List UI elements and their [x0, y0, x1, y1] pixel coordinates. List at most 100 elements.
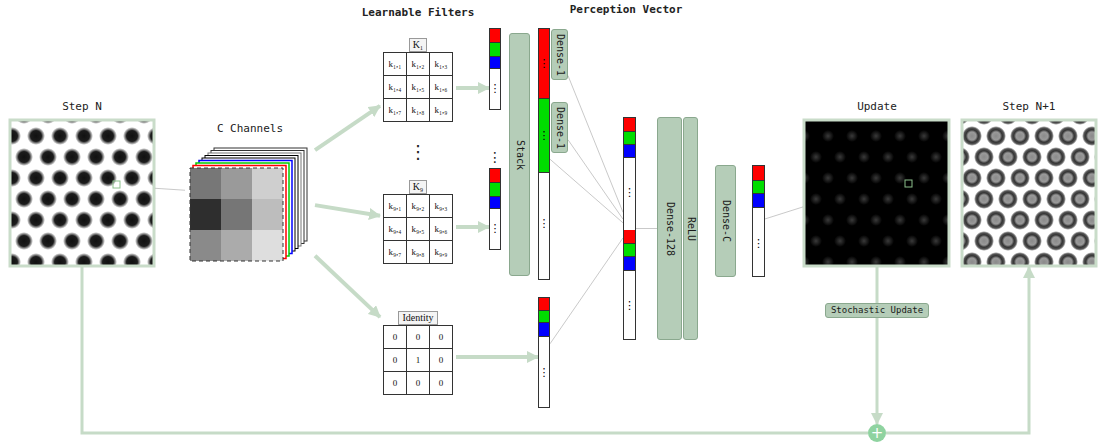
activation-box: ReLU: [683, 117, 698, 340]
vector-segment: [490, 43, 500, 57]
vector-segment: [624, 132, 635, 145]
vector-ellipsis: ⋮: [490, 83, 501, 95]
kernel-cell: k₁,₇: [384, 99, 407, 122]
channel-stack-figure: [190, 148, 307, 261]
feature-vector: ⋮: [489, 28, 501, 110]
vector-segment: [624, 230, 635, 244]
next-state-image: [962, 120, 1096, 266]
kernel-cell: k₉,₇: [384, 241, 407, 264]
vector-segment: [490, 169, 500, 183]
connector: [315, 106, 380, 150]
vector-ellipsis: ⋮: [539, 130, 550, 142]
dense-box: Dense-C: [715, 165, 736, 277]
kernel-cell: k₁,₄: [384, 76, 407, 99]
connector: [155, 188, 185, 190]
vector-segment: [490, 57, 500, 69]
vector-segment: [490, 29, 500, 43]
feature-vector: ⋮: [489, 168, 501, 250]
kernel-grid: k₉,₁k₉,₂k₉,₃k₉,₄k₉,₅k₉,₆k₉,₇k₉,₈k₉,₉: [383, 194, 453, 264]
vector-segment: [624, 244, 635, 257]
dense-box: Dense-128: [657, 117, 682, 340]
update-panel: Update: [803, 100, 951, 267]
kernel-cell: 0: [384, 349, 407, 372]
dense-box: Dense-1: [551, 29, 568, 80]
connector: [568, 140, 623, 219]
kernel-grid: 000010000: [383, 325, 453, 395]
kernel-cell: k₉,₂: [407, 195, 430, 218]
connector: [315, 205, 380, 216]
vector-segment: [624, 145, 635, 158]
connector: [315, 256, 380, 317]
stack-box: Stack: [509, 33, 530, 276]
kernel-cell: k₁,₆: [430, 76, 453, 99]
connector: [765, 207, 803, 219]
vector-ellipsis: ⋮: [539, 367, 550, 379]
kernel-cell: 1: [407, 349, 430, 372]
vector-ellipsis: ⋮: [539, 58, 550, 70]
zoom-marker: [113, 181, 120, 188]
kernel-cell: k₁,₃: [430, 53, 453, 76]
box-label: Dense-C: [720, 200, 732, 242]
panel-heading: Step N+1: [960, 100, 1098, 114]
connector: [550, 238, 623, 344]
channel-stack: C Channels: [185, 122, 315, 267]
vector-segment: [624, 118, 635, 132]
panel-heading: C Channels: [185, 122, 315, 136]
dense-box: Dense-1: [551, 102, 568, 153]
connector: [876, 318, 879, 424]
connector: [550, 159, 623, 223]
vector-segment: [753, 166, 764, 181]
kernel-cell: k₁,₁: [384, 53, 407, 76]
filter-kernel: K₉k₉,₁k₉,₂k₉,₃k₉,₄k₉,₅k₉,₆k₉,₇k₉,₈k₉,₉: [380, 180, 456, 264]
box-label: Dense-1: [554, 106, 566, 148]
sum-node: +: [868, 424, 886, 442]
kernel-heading: K₉: [409, 180, 428, 194]
connector: [568, 76, 623, 213]
kernel-cell: k₁,₈: [407, 99, 430, 122]
connector: [456, 225, 489, 229]
kernel-cell: 0: [430, 372, 453, 395]
box-label: ReLU: [685, 216, 697, 240]
ellipsis: ⋮: [488, 150, 502, 165]
connector: [876, 267, 879, 303]
vector-segment: [753, 181, 764, 194]
identity-vector: ⋮: [538, 297, 550, 408]
vector-segment: [490, 183, 500, 197]
section-title: Learnable Filters: [362, 7, 475, 19]
state-panel: Step N+1: [960, 100, 1098, 267]
connector: [636, 228, 657, 229]
vector-ellipsis: ⋮: [539, 218, 550, 230]
kernel-cell: 0: [384, 372, 407, 395]
box-label: Dense-1: [554, 33, 566, 75]
vector-segment: [624, 257, 635, 271]
kernel-cell: 0: [430, 326, 453, 349]
vector-ellipsis: ⋮: [490, 223, 501, 235]
kernel-cell: 0: [407, 326, 430, 349]
perception-vector: ⋮⋮: [623, 117, 636, 340]
kernel-cell: 0: [430, 349, 453, 372]
kernel-cell: k₉,₁: [384, 195, 407, 218]
kernel-cell: k₁,₅: [407, 76, 430, 99]
ellipsis: ⋮: [409, 142, 427, 162]
kernel-heading: Identity: [398, 311, 437, 325]
update-image: [804, 120, 949, 266]
kernel-cell: k₁,₂: [407, 53, 430, 76]
identity-kernel: Identity000010000: [380, 311, 456, 395]
vector-ellipsis: ⋮: [753, 238, 764, 250]
kernel-cell: k₉,₈: [407, 241, 430, 264]
connector: [82, 267, 868, 433]
section-title: Perception Vector: [570, 4, 683, 16]
connector: [456, 86, 489, 90]
box-label: Dense-128: [664, 201, 676, 255]
state-panel: Step N: [9, 100, 155, 267]
panel-heading: Update: [803, 100, 951, 114]
kernel-cell: k₉,₃: [430, 195, 453, 218]
zoom-marker: [905, 180, 912, 187]
box-label: +: [871, 425, 884, 442]
vector-ellipsis: ⋮: [624, 187, 635, 199]
vector-segment: [490, 197, 500, 209]
stacked-vector: ⋮ ⋮ ⋮: [538, 28, 550, 280]
connector: [456, 355, 538, 359]
